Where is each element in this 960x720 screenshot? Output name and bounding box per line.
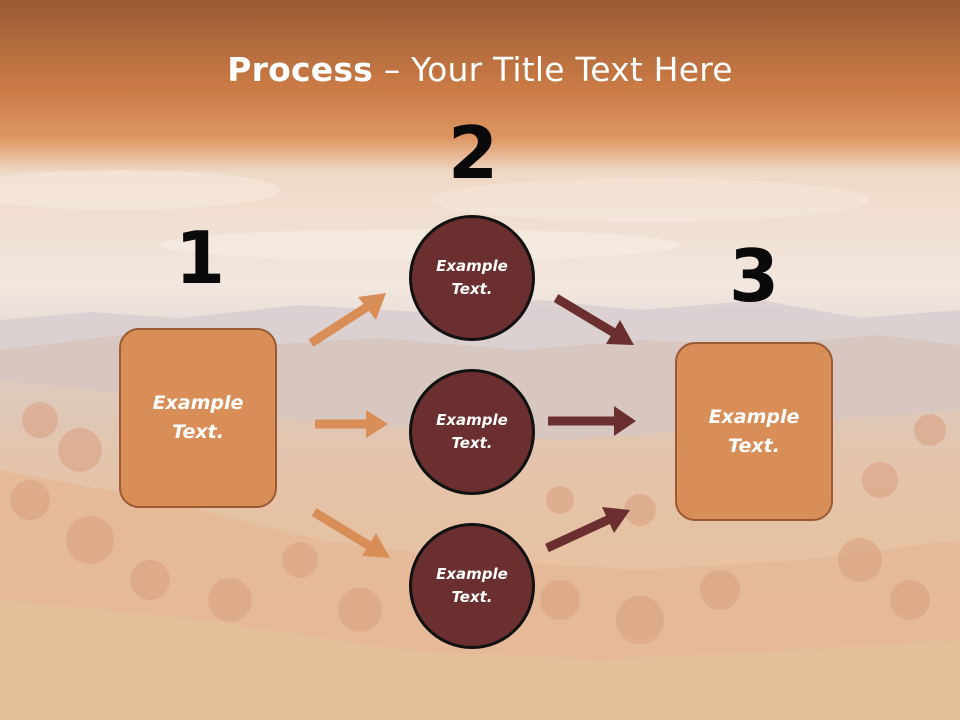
arrow-top-to-3 [553,294,634,345]
slide-title: Process – Your Title Text Here [0,50,960,89]
circle-top-label: Example Text. [436,257,508,298]
circle-middle-label: Example Text. [436,411,508,452]
step-1-label: Example Text. [152,392,244,443]
circle-top: Example Text. [409,215,535,341]
circle-middle: Example Text. [409,369,535,495]
arrow-bottom-to-3 [545,507,630,553]
arrow-1-to-bottom [311,508,390,558]
step-number-1: 1 [174,216,226,300]
step-number-3: 3 [728,234,780,318]
circle-bottom-label: Example Text. [436,565,508,606]
arrow-1-to-middle [315,410,388,438]
circle-bottom: Example Text. [409,523,535,649]
arrow-middle-to-3 [548,406,636,436]
step-number-2: 2 [447,111,499,195]
title-bold: Process [227,50,374,89]
arrow-1-to-top [308,293,386,347]
step-3-label: Example Text. [708,405,800,457]
step-1-box: Example Text. [119,328,277,508]
step-3-box: Example Text. [675,342,833,521]
title-rest: – Your Title Text Here [373,50,733,89]
